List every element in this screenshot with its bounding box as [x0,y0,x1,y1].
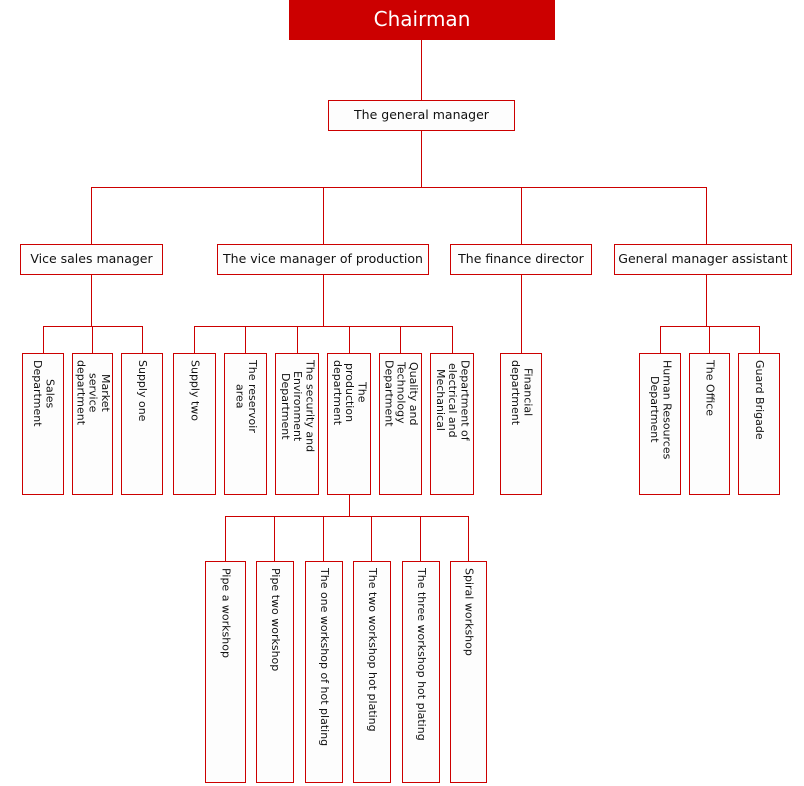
connector-drop-human-resources-department [660,326,661,353]
connector-drop-general-manager-assistant [706,187,707,244]
node-production-department[interactable]: The production department [327,353,371,495]
connector-level2-bus [91,187,706,188]
node-spiral-workshop[interactable]: Spiral workshop [450,561,487,783]
node-three-workshop-hot-plating-label: The three workshop hot plating [415,568,429,741]
node-electrical-mechanical-department[interactable]: Department of electrical and Mechanical [430,353,474,495]
node-chairman-label: Chairman [373,7,471,32]
node-vice-manager-production-label: The vice manager of production [223,251,423,267]
connector-drop-security-environment-department [297,326,298,353]
connector-drop-quality-technology-department [400,326,401,353]
connector-drop-production-department [349,326,350,353]
node-security-environment-department[interactable]: The security and Environment Department [275,353,319,495]
node-three-workshop-hot-plating[interactable]: The three workshop hot plating [402,561,440,783]
connector-drop-supply-two [194,326,195,353]
connector-assistant-stem [706,275,707,326]
connector-drop-one-workshop-hot-plating [323,516,324,561]
node-general-manager-assistant-label: General manager assistant [618,251,788,267]
node-quality-technology-department[interactable]: Quality and Technology Department [379,353,422,495]
connector-general-manager-drop [421,131,422,187]
node-two-workshop-hot-plating-label: The two workshop hot plating [366,568,380,732]
node-the-office[interactable]: The Office [689,353,730,495]
node-supply-two-label: Supply two [188,360,202,422]
connector-workshop-bus [225,516,469,517]
connector-drop-three-workshop-hot-plating [420,516,421,561]
node-one-workshop-hot-plating-label: The one workshop of hot plating [318,568,332,747]
connector-drop-the-office [709,326,710,353]
node-pipe-a-workshop-label: Pipe a workshop [219,568,233,658]
node-market-service-department-label: Market service department [74,360,112,426]
connector-drop-reservoir-area [245,326,246,353]
node-market-service-department[interactable]: Market service department [72,353,113,495]
node-human-resources-department-label: Human Resources Department [648,360,674,460]
node-pipe-two-workshop-label: Pipe two workshop [269,568,283,672]
node-pipe-two-workshop[interactable]: Pipe two workshop [256,561,294,783]
node-vice-manager-production[interactable]: The vice manager of production [217,244,429,275]
connector-drop-finance-director [521,187,522,244]
node-reservoir-area-label: The reservoir area [233,360,259,433]
node-the-office-label: The Office [703,360,717,417]
node-security-environment-department-label: The security and Environment Department [278,360,317,453]
node-quality-technology-department-label: Quality and Technology Department [382,360,420,427]
node-vice-sales-manager[interactable]: Vice sales manager [20,244,163,275]
node-supply-one[interactable]: Supply one [121,353,163,495]
node-general-manager-label: The general manager [354,107,489,123]
node-two-workshop-hot-plating[interactable]: The two workshop hot plating [353,561,391,783]
connector-drop-supply-one [142,326,143,353]
node-one-workshop-hot-plating[interactable]: The one workshop of hot plating [305,561,343,783]
connector-drop-pipe-two-workshop [274,516,275,561]
node-guard-brigade[interactable]: Guard Brigade [738,353,780,495]
node-finance-director[interactable]: The finance director [450,244,592,275]
connector-drop-vice-sales-manager [91,187,92,244]
node-human-resources-department[interactable]: Human Resources Department [639,353,681,495]
node-electrical-mechanical-department-label: Department of electrical and Mechanical [433,360,472,441]
connector-drop-market-service-department [92,326,93,353]
node-production-department-label: The production department [330,360,369,426]
connector-drop-vice-manager-production [323,187,324,244]
connector-sales-stem [91,275,92,326]
node-guard-brigade-label: Guard Brigade [753,360,767,440]
connector-drop-sales-department [43,326,44,353]
node-sales-department-label: Sales Department [31,360,57,427]
connector-finance-stem [521,275,522,353]
connector-drop-electrical-mechanical-department [452,326,453,353]
node-vice-sales-manager-label: Vice sales manager [30,251,153,267]
connector-chairman-to-general-manager [421,40,422,100]
connector-workshop-stem [349,495,350,516]
node-reservoir-area[interactable]: The reservoir area [224,353,267,495]
connector-production-bus [194,326,452,327]
node-financial-department[interactable]: Financial department [500,353,542,495]
node-pipe-a-workshop[interactable]: Pipe a workshop [205,561,246,783]
node-general-manager-assistant[interactable]: General manager assistant [614,244,792,275]
node-spiral-workshop-label: Spiral workshop [462,568,476,656]
node-chairman[interactable]: Chairman [289,0,555,40]
node-finance-director-label: The finance director [458,251,584,267]
node-supply-two[interactable]: Supply two [173,353,216,495]
connector-drop-two-workshop-hot-plating [371,516,372,561]
node-supply-one-label: Supply one [136,360,150,422]
connector-drop-pipe-a-workshop [225,516,226,561]
connector-production-stem [323,275,324,326]
connector-drop-guard-brigade [759,326,760,353]
connector-drop-spiral-workshop [468,516,469,561]
node-general-manager[interactable]: The general manager [328,100,515,131]
node-financial-department-label: Financial department [509,360,535,426]
node-sales-department[interactable]: Sales Department [22,353,64,495]
